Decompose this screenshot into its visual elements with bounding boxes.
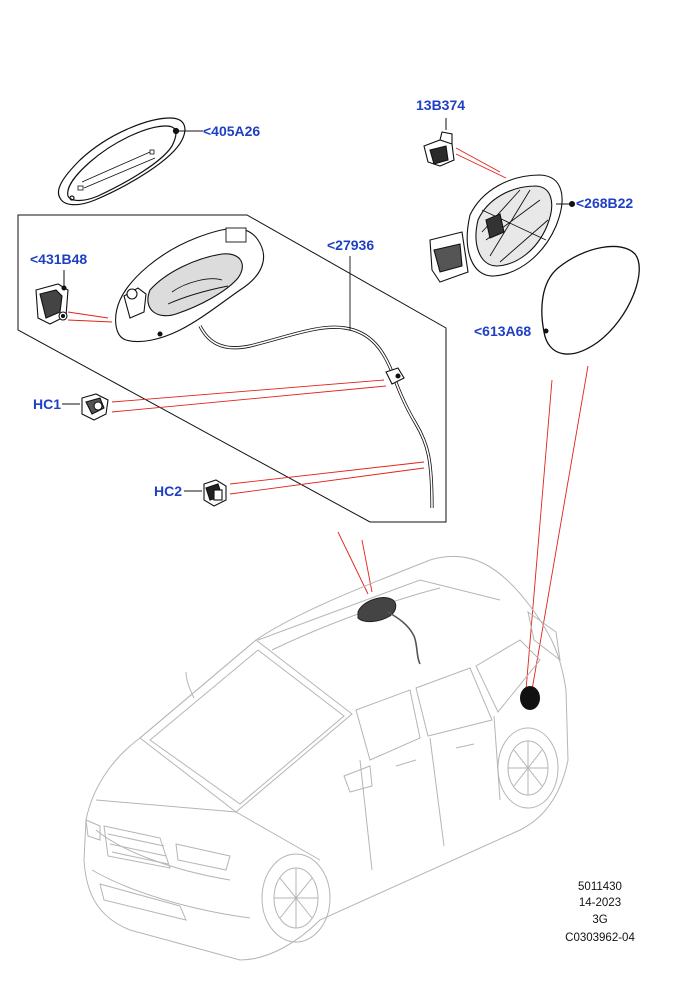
reference-number: 5011430 [578,881,622,893]
callout-405A26[interactable]: <405A26 [203,123,261,139]
vehicle-filler-flap-highlight [520,686,540,710]
callout-431B48[interactable]: <431B48 [30,251,88,267]
illustration-id: C0303962-04 [565,932,635,944]
callout-613A68[interactable]: <613A68 [474,323,532,339]
group-outline-box [17,214,447,523]
reference-date: 14-2023 [578,897,622,909]
red-leader-lines [67,147,589,691]
clip-part-hc2 [203,479,227,507]
filler-housing-part-27936 [115,227,434,509]
vehicle-outline [83,555,569,961]
filler-door-assembly-part-268B22 [429,174,576,283]
callout-13B374[interactable]: 13B374 [416,97,466,113]
actuator-part-13B374 [423,118,455,167]
vehicle-housing-highlight [357,597,421,665]
callout-268B22[interactable]: <268B22 [576,195,634,211]
reference-code: 3G [592,914,608,926]
clip-part-hc1 [81,393,109,421]
callout-hc1[interactable]: HC1 [33,396,62,412]
trim-panel-part-405A26 [57,117,186,206]
filler-flap-part-613A68 [541,245,640,355]
callout-hc2[interactable]: HC2 [154,483,183,499]
actuator-part-431B48 [35,270,69,325]
callout-27936[interactable]: <27936 [327,237,375,253]
